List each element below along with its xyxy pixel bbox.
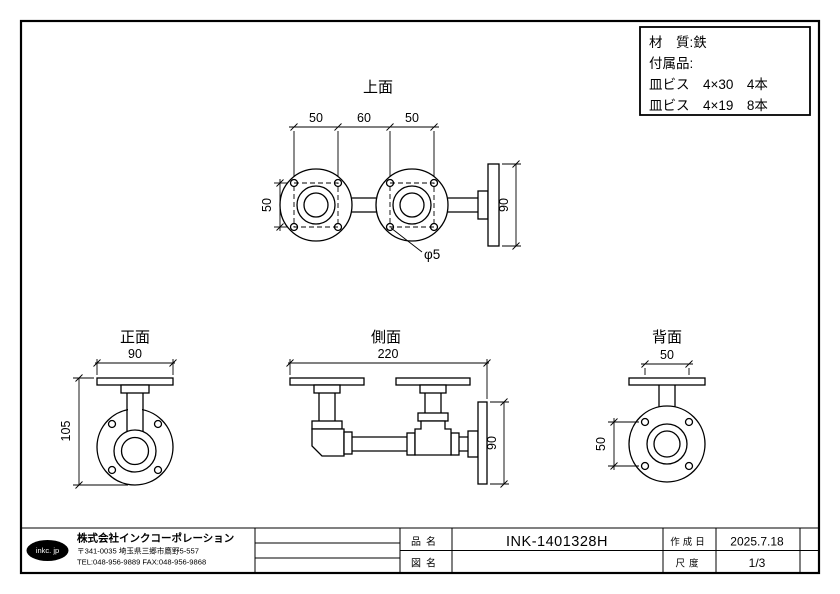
back-dim-50-top: 50 — [660, 348, 674, 362]
top-dim-60: 60 — [357, 111, 371, 125]
notes-box-border — [639, 26, 811, 116]
ceiling-plate-left-side-view — [289, 377, 365, 386]
tee-side-view — [414, 420, 452, 456]
top-view: 上面 50 60 50 50 — [260, 79, 521, 262]
company-logo — [26, 540, 69, 561]
notes-box: 材 質:鉄 付属品: 皿ビス 4×30 4本 皿ビス 4×19 8本 — [639, 26, 811, 116]
top-view-title: 上面 — [363, 79, 393, 96]
screw-spec-2: 皿ビス 4×19 8本 — [649, 98, 768, 113]
company-contact: TEL:048-956-9889 FAX:048-956-9868 — [77, 558, 206, 567]
top-dim-50-side: 50 — [260, 198, 274, 212]
back-view-title: 背面 — [652, 329, 682, 346]
part-no-value: INK-1401328H — [506, 534, 608, 550]
material-note: 材 質:鉄 — [649, 35, 707, 50]
date-label: 作成日 — [670, 536, 708, 548]
drawing-name-label: 図名 — [411, 557, 441, 570]
screw-spec-1: 皿ビス 4×30 4本 — [649, 77, 768, 92]
date-value: 2025.7.18 — [730, 535, 784, 549]
side-dim-90: 90 — [485, 436, 499, 450]
company-name: 株式会社インクコーポレーション — [77, 532, 234, 545]
wall-plate-top-view — [487, 163, 500, 247]
wall-flange-back-view — [628, 405, 706, 483]
wall-plate-side-view — [477, 401, 488, 485]
elbow-end-front-view — [113, 429, 157, 473]
logo-text: inkc. jp — [36, 546, 59, 555]
front-dim-105: 105 — [59, 421, 73, 442]
top-dim-50-right: 50 — [405, 111, 419, 125]
back-dim-50-side: 50 — [594, 437, 608, 451]
top-dim-50-left: 50 — [309, 111, 323, 125]
side-view: 側面 220 — [286, 329, 509, 488]
part-no-label: 品名 — [411, 535, 441, 548]
top-dim-90-plate: 90 — [497, 198, 511, 212]
hole-diameter-callout: φ5 — [424, 247, 440, 262]
side-dim-220: 220 — [378, 347, 399, 361]
elbow-side-view — [311, 428, 345, 457]
title-block: inkc. jp 株式会社インクコーポレーション 〒341-0035 埼玉県三郷… — [21, 527, 819, 573]
ceiling-flange-right-top-view — [375, 168, 449, 242]
scale-value: 1/3 — [749, 556, 766, 570]
ceiling-flange-left-top-view — [279, 168, 353, 242]
wall-socket-top-view — [477, 190, 489, 220]
front-view: 正面 90 105 — [59, 329, 177, 489]
accessories-label: 付属品: — [649, 56, 693, 71]
sheet-border — [19, 19, 821, 575]
back-view: 背面 50 50 — [594, 329, 706, 483]
company-address: 〒341-0035 埼玉県三郷市鷹野5-557 — [77, 546, 199, 556]
ceiling-plate-front-view — [96, 377, 174, 386]
side-view-title: 側面 — [371, 329, 401, 346]
scale-label: 尺度 — [675, 558, 702, 570]
ceiling-plate-back-view — [628, 377, 706, 386]
ceiling-plate-right-side-view — [395, 377, 471, 386]
front-dim-90: 90 — [128, 347, 142, 361]
front-view-title: 正面 — [120, 329, 150, 346]
